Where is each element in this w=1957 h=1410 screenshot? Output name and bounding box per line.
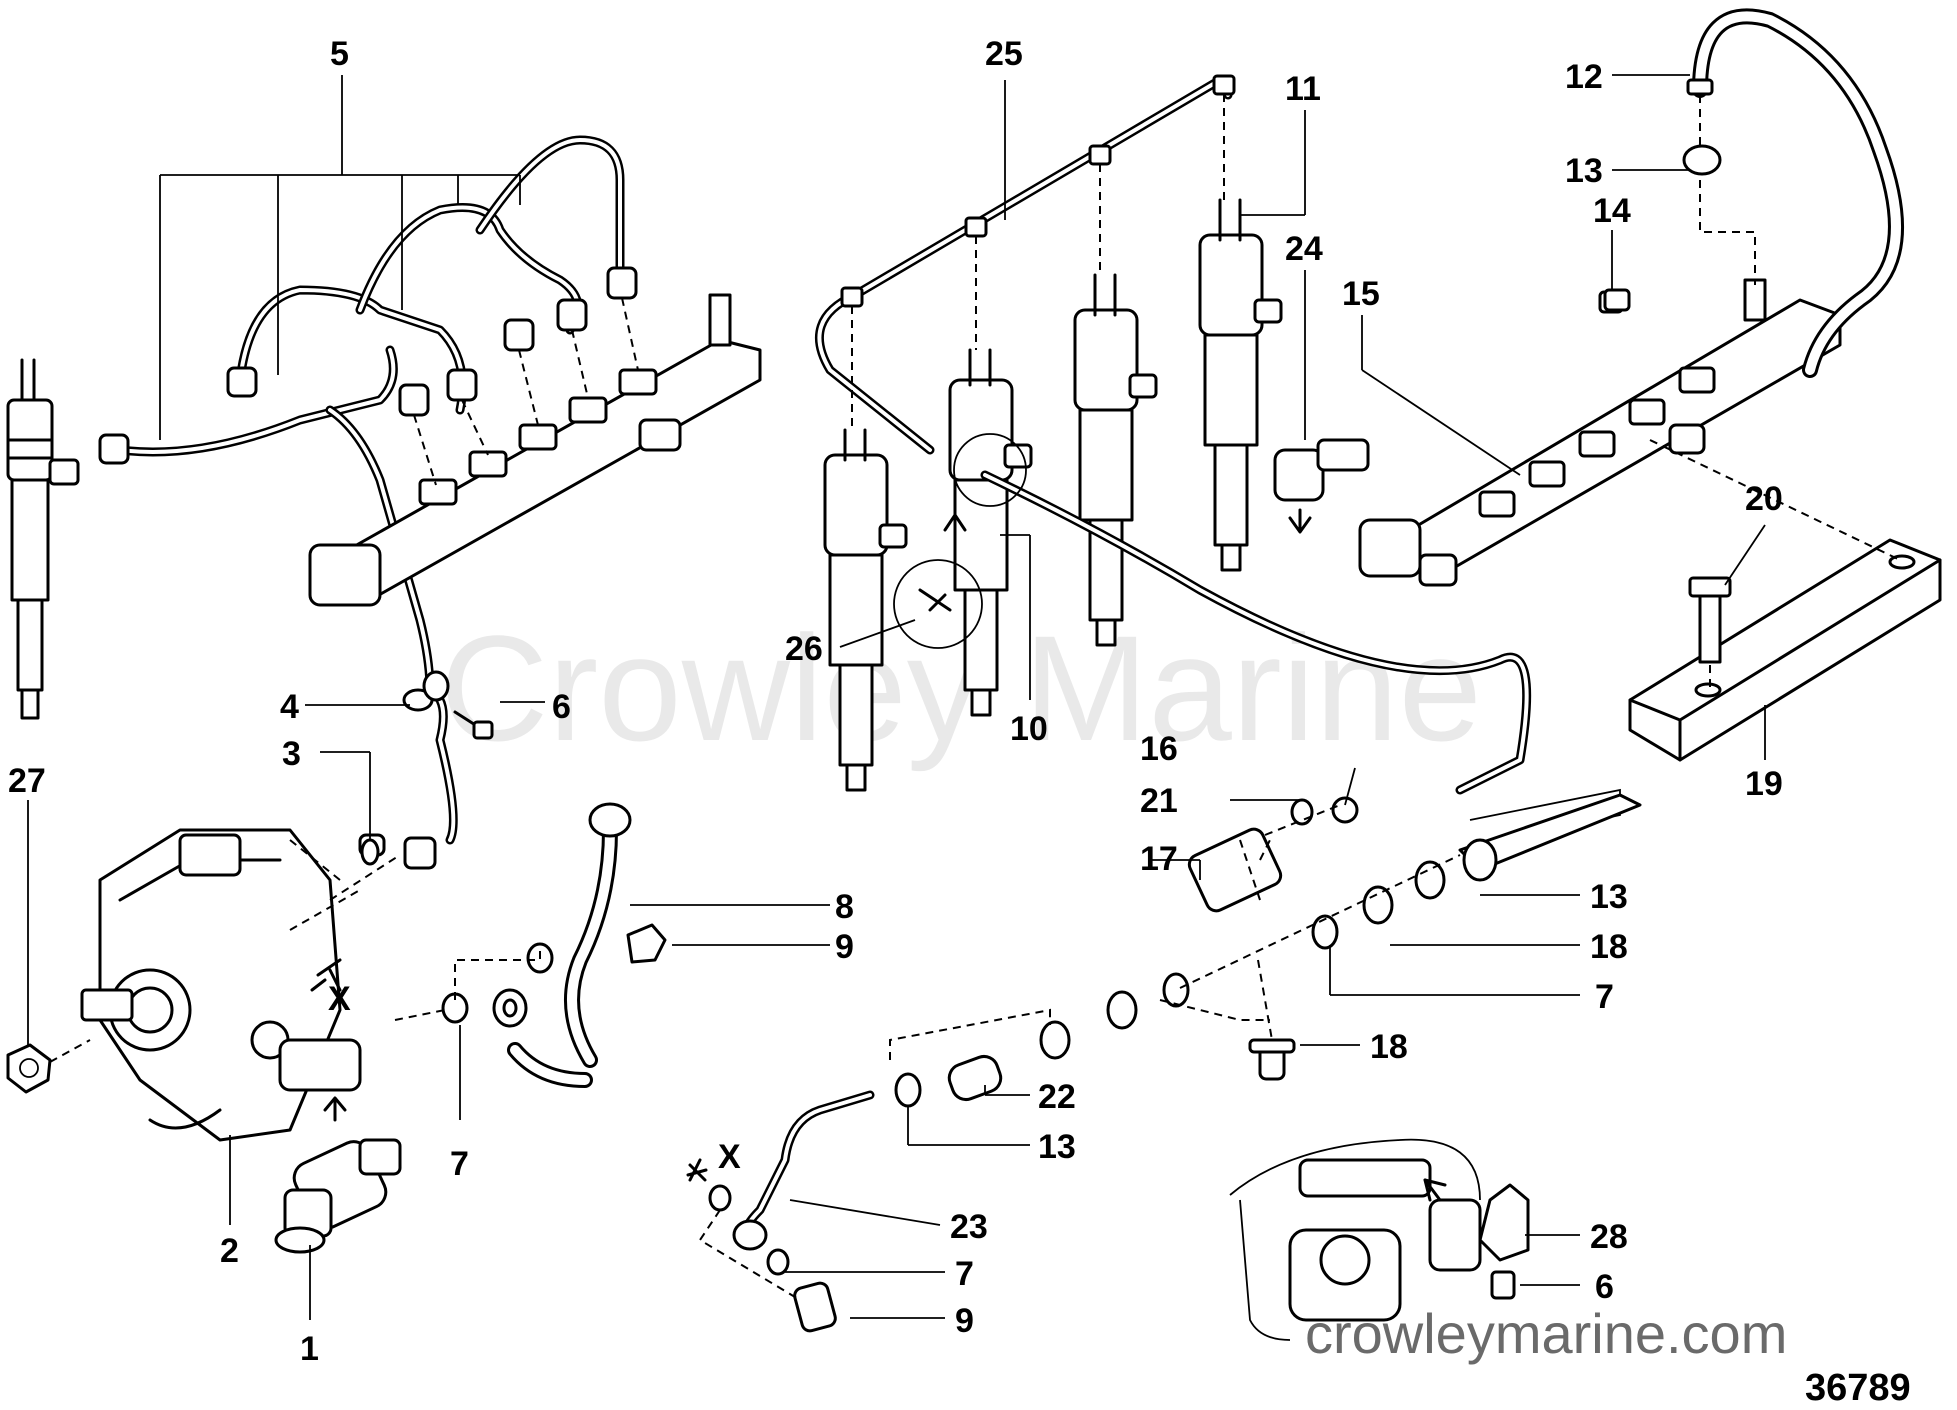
high-pressure-pump [80, 828, 362, 1142]
fuel-rail-left [308, 293, 762, 607]
callout-19: 19 [1745, 765, 1783, 803]
callout-8: 8 [835, 888, 854, 926]
site-url: crowleymarine.com [1305, 1302, 1787, 1365]
pressure-sensor [1273, 438, 1370, 534]
callout-9-bottom: 9 [955, 1302, 974, 1340]
watermark-text: Crowley Marine [440, 604, 1482, 772]
callout-13-right: 13 [1590, 878, 1628, 916]
callout-26: 26 [785, 630, 823, 668]
callout-5: 5 [330, 35, 349, 73]
inset-view [1229, 1138, 1530, 1341]
callout-leaders [159, 74, 1766, 1320]
callout-2: 2 [220, 1232, 239, 1270]
callout-14: 14 [1593, 192, 1631, 230]
callout-13-bottom: 13 [1038, 1128, 1076, 1166]
callout-x-left: X [328, 980, 351, 1018]
return-pipe [686, 1090, 875, 1333]
callout-16: 16 [1140, 730, 1178, 768]
callout-10: 10 [1010, 710, 1048, 748]
callout-6: 6 [552, 688, 571, 726]
callout-13-top: 13 [1565, 152, 1603, 190]
callout-18-right: 18 [1590, 928, 1628, 966]
pump-nut [6, 800, 91, 1094]
callout-7: 7 [450, 1145, 469, 1183]
fuel-rail-right [1358, 278, 1842, 587]
callout-7-bottom: 7 [955, 1255, 974, 1293]
callout-27: 27 [8, 762, 46, 800]
callout-23: 23 [950, 1208, 988, 1246]
callout-11: 11 [1285, 70, 1321, 108]
callout-17: 17 [1140, 840, 1178, 878]
callout-21: 21 [1140, 782, 1178, 820]
vent-hose [1603, 8, 1904, 378]
callout-x-bottom: X [718, 1138, 741, 1176]
return-line [893, 433, 1532, 795]
callout-22: 22 [1038, 1078, 1076, 1116]
callout-1: 1 [300, 1330, 319, 1368]
fuel-fittings [889, 788, 1642, 1108]
callout-3: 3 [282, 735, 301, 773]
mounting-bracket [1628, 439, 1942, 762]
metering-valve [274, 1096, 402, 1254]
callout-20: 20 [1745, 480, 1783, 518]
injector-left [6, 358, 80, 720]
callout-labels: 5 4 6 3 27 8 9 7 2 1 X 25 11 24 15 12 13… [8, 35, 1783, 1368]
callout-15: 15 [1342, 275, 1380, 313]
callout-6-right: 6 [1595, 1268, 1614, 1306]
injectors-center [823, 198, 1283, 792]
leak-off-line [814, 74, 1236, 455]
callout-7-right: 7 [1595, 978, 1614, 1016]
callout-4: 4 [280, 688, 299, 726]
pipe-clamp [358, 670, 494, 870]
callout-28: 28 [1590, 1218, 1628, 1256]
callout-9: 9 [835, 928, 854, 966]
callout-25: 25 [985, 35, 1023, 73]
callout-12: 12 [1565, 58, 1603, 96]
return-hose [394, 802, 667, 1088]
callout-24: 24 [1285, 230, 1323, 268]
figure-number: 36789 [1805, 1367, 1911, 1409]
callout-18-bottom: 18 [1370, 1028, 1408, 1066]
